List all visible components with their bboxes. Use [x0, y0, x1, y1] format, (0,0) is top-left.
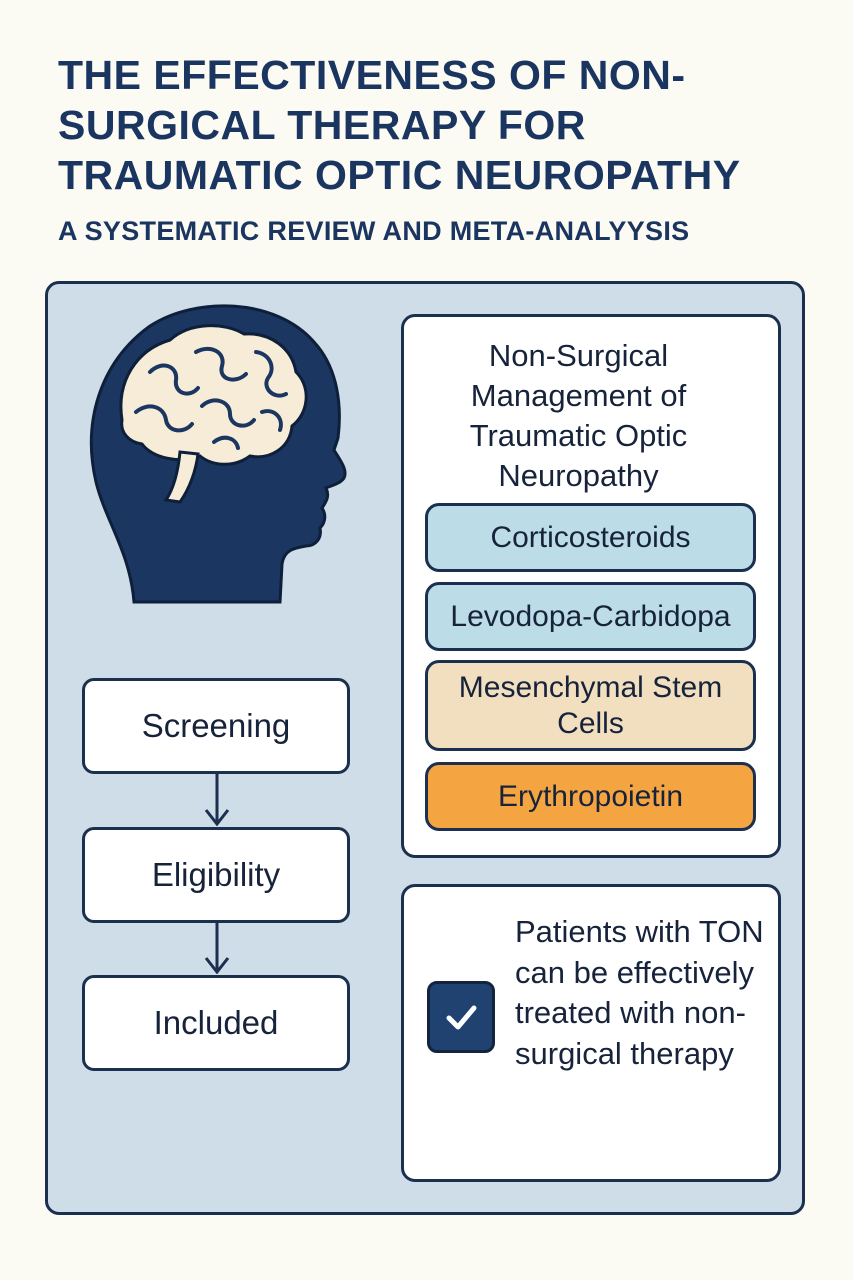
flow-step-eligibility: Eligibility — [82, 827, 350, 923]
conclusion-text: Patients with TON can be effectively tre… — [515, 914, 764, 1071]
management-title: Non-Surgical Management of Traumatic Opt… — [469, 338, 688, 493]
flow-step-screening: Screening — [82, 678, 350, 774]
flow-step-included: Included — [82, 975, 350, 1071]
arrow-down-icon — [204, 774, 230, 826]
therapy-corticosteroids: Corticosteroids — [425, 503, 756, 572]
page-subtitle: A SYSTEMATIC REVIEW AND META-ANALYYSIS — [58, 216, 690, 246]
therapy-mesenchymal-stem-cells: Mesenchymal Stem Cells — [425, 660, 756, 751]
therapy-levodopa-carbidopa: Levodopa-Carbidopa — [425, 582, 756, 651]
arrow-down-icon — [204, 922, 230, 974]
head-brain-icon — [89, 304, 347, 604]
check-icon — [427, 981, 495, 1053]
therapy-erythropoietin: Erythropoietin — [425, 762, 756, 831]
page-title: THE EFFECTIVENESS OF NON-SURGICAL THERAP… — [58, 52, 741, 198]
